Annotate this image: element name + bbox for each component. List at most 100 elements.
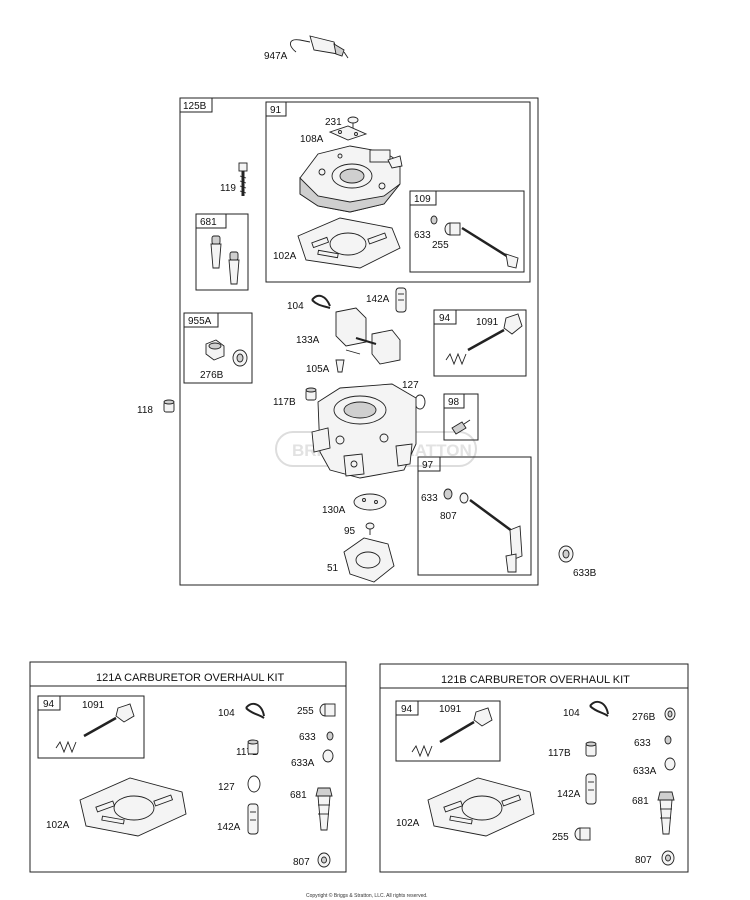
part-255-bushing[interactable] [444,222,461,236]
kit-121b-label-681: 681 [632,796,649,807]
label-118: 118 [137,405,153,416]
part-102a-gasket[interactable] [297,217,401,269]
kit-box-121b [379,663,689,873]
part-127-o-ring[interactable] [414,394,426,410]
kit-121a-gasket-102a[interactable] [79,777,187,837]
label-119: 119 [220,183,236,194]
part-carburetor-body[interactable] [311,383,417,479]
label-box-109 [409,190,437,206]
label-125b: 125B [183,101,207,112]
kit-121a-seal-633a[interactable] [322,749,334,763]
kit-121b-label-633a: 633A [633,766,657,777]
label-130a: 130A [322,505,346,516]
kit-121a-label-94: 94 [43,699,55,710]
kit-121b-label-box-94 [395,700,419,716]
kit-121a-o-ring-127[interactable] [247,775,261,793]
kit-121a-label-633a: 633A [291,758,315,769]
part-104-clip[interactable] [311,294,331,309]
kit-121a-label-box-94 [37,695,61,711]
part-95-screw[interactable] [365,522,375,535]
label-947a: 947A [264,51,288,62]
kit-121b-needle-681[interactable] [657,791,675,835]
kit-121a-title: 121A CARBURETOR OVERHAUL KIT [96,672,285,684]
label-955a: 955A [188,316,212,327]
part-119-screw[interactable] [238,162,248,196]
part-276b-washer[interactable] [232,349,248,367]
label-133a: 133A [296,335,320,346]
kit-121b-idle-screw[interactable] [411,707,493,758]
part-117b-plug[interactable] [305,387,317,401]
kit-121a-label-142a: 142A [217,822,241,833]
part-633-seal[interactable] [430,215,438,225]
assembly-box-91 [265,101,531,283]
kit-121b-washer-807[interactable] [661,850,675,866]
kit-121a-washer-807[interactable] [317,852,331,868]
label-142a: 142A [366,294,390,305]
label-105a: 105A [306,364,330,375]
part-98-jet-screw[interactable] [451,419,471,435]
part-681-inlet-needle[interactable] [210,235,240,285]
part-105a-float-needle[interactable] [335,359,345,373]
kit-121a-label-102a: 102A [46,820,70,831]
label-807-97: 807 [440,511,457,522]
kit-121a-clip-104[interactable] [245,702,265,719]
assembly-box-109 [409,190,525,273]
part-118-plug[interactable] [163,399,175,413]
label-51: 51 [327,563,339,574]
label-97: 97 [422,460,434,471]
part-807-washer[interactable] [459,492,469,504]
part-133a-float[interactable] [335,307,401,365]
kit-121a-tube-142a[interactable] [247,803,259,835]
label-633b: 633B [573,568,597,579]
kit-121a-needle-681[interactable] [315,787,333,831]
part-633-seal-97[interactable] [443,488,453,500]
part-97-choke-shaft[interactable] [469,498,523,573]
part-130a-choke-plate[interactable] [353,493,387,511]
part-51-gasket[interactable] [343,537,395,583]
part-109-throttle-shaft[interactable] [461,226,519,269]
part-108a-gasket[interactable] [328,125,368,141]
assembly-box-97 [417,456,532,576]
label-276b: 276B [200,370,224,381]
kit-box-121a [29,661,347,873]
kit-121a-plug-117b[interactable] [247,739,259,755]
kit-121b-clip-104[interactable] [589,700,609,717]
label-box-98 [443,393,465,409]
label-681: 681 [200,217,217,228]
kit-121a-label-633: 633 [299,732,316,743]
kit-121b-seal-633a[interactable] [664,757,676,771]
kit-121a-label-127: 127 [218,782,235,793]
part-231-screw[interactable] [347,116,359,128]
kit-121b-washer-276b[interactable] [664,707,676,721]
part-955a-plug[interactable] [205,339,225,361]
label-box-955a [183,312,219,328]
kit-121b-label-104: 104 [563,708,580,719]
label-102a: 102A [273,251,297,262]
label-127: 127 [402,380,419,391]
kit-121a-seal-633[interactable] [326,731,334,741]
part-633b-seal[interactable] [558,545,574,563]
kit-121b-label-276b: 276B [632,712,656,723]
part-91-carburetor-top[interactable] [299,145,403,213]
kit-121b-tube-142a[interactable] [585,773,597,805]
label-box-681 [195,213,227,229]
label-231: 231 [325,117,342,128]
kit-121b-plug-117b[interactable] [585,741,597,757]
kit-121b-bushing-255[interactable] [574,827,591,841]
kit-121a-box-94 [37,695,145,759]
part-142a-emulsion-tube[interactable] [395,287,407,313]
label-255-109: 255 [432,240,449,251]
label-95: 95 [344,526,356,537]
kit-121a-label-104: 104 [218,708,235,719]
kit-121a-label-255: 255 [297,706,314,717]
kit-121a-idle-screw[interactable] [55,703,135,754]
part-1091-idle-screw[interactable] [445,313,523,366]
label-104: 104 [287,301,304,312]
kit-121b-gasket-102a[interactable] [427,777,535,837]
kit-121a-bushing-255[interactable] [319,703,336,717]
kit-121b-seal-633[interactable] [664,735,672,745]
kit-121b-label-94: 94 [401,704,413,715]
assembly-box-94 [433,309,527,377]
part-947a-solenoid[interactable] [290,35,349,59]
